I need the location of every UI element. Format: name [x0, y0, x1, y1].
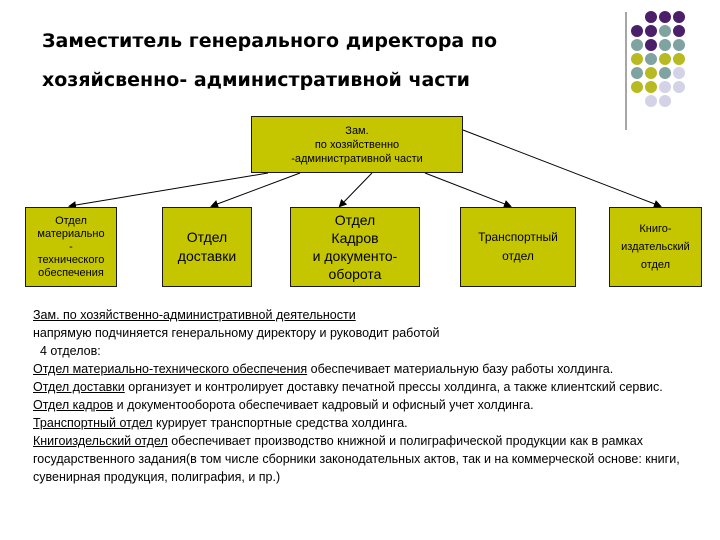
decorative-dot [645, 39, 657, 51]
arrow-to-dept-3 [338, 172, 373, 208]
dept-box-hr: Отдел Кадров и документо- оборота [290, 207, 420, 287]
decorative-dot [631, 25, 643, 37]
decorative-dot [631, 53, 643, 65]
decorative-dot [673, 81, 685, 93]
decorative-dot [631, 67, 643, 79]
decorative-dot [659, 11, 671, 23]
page-title: Заместитель генерального директора по хо… [42, 22, 582, 100]
dept-box-logistics: Отдел материально - технического обеспеч… [25, 207, 117, 287]
item-text: организует и контролирует доставку печат… [124, 380, 663, 394]
dept-label-hr: Отдел Кадров и документо- оборота [312, 212, 398, 282]
item-name: Отдел доставки [33, 380, 125, 394]
decorative-dot [673, 39, 685, 51]
decorative-dot [673, 25, 685, 37]
item-text: обеспечивает материальную базу работы хо… [307, 362, 614, 376]
decorative-dot [673, 11, 685, 23]
item-text: обеспечивает производство книжной и поли… [33, 434, 680, 484]
item-text: курирует транспортные средства холдинга. [152, 416, 408, 430]
decorative-dot [631, 81, 643, 93]
description-intro-2: 4 отделов: [33, 344, 101, 358]
description-item: Транспортный отдел курирует транспортные… [33, 414, 698, 432]
arrow-to-dept-4 [424, 172, 512, 208]
decorative-dot [673, 53, 685, 65]
decorative-dot-grid [631, 11, 685, 107]
decorative-dot [659, 25, 671, 37]
decorative-dot [673, 67, 685, 79]
arrow-to-dept-2 [210, 172, 301, 208]
title-line-1: Заместитель генерального директора по [42, 30, 498, 52]
item-name: Транспортный отдел [33, 416, 153, 430]
dept-label-delivery: Отдел доставки [177, 229, 237, 264]
description-heading: Зам. по хозяйственно-административной де… [33, 308, 356, 322]
item-name: Отдел материально-технического обеспечен… [33, 362, 308, 376]
deputy-director-label: Зам. по хозяйственно -административной ч… [291, 124, 423, 165]
dept-label-logistics: Отдел материально - технического обеспеч… [37, 214, 105, 279]
decorative-dot [645, 81, 657, 93]
arrow-to-dept-5 [462, 129, 662, 208]
description-text: Зам. по хозяйственно-административной де… [33, 306, 698, 486]
decorative-dot [659, 67, 671, 79]
item-name: Отдел кадров [33, 398, 114, 412]
dept-label-publishing: Книго- издательский отдел [621, 223, 690, 271]
description-item: Отдел доставки организует и контролирует… [33, 378, 698, 396]
dept-box-delivery: Отдел доставки [162, 207, 252, 287]
item-text: и документооборота обеспечивает кадровый… [113, 398, 534, 412]
description-item: Отдел кадров и документооборота обеспечи… [33, 396, 698, 414]
decorative-dot [659, 53, 671, 65]
item-name: Книгоиздельский отдел [33, 434, 168, 448]
decorative-dot [645, 11, 657, 23]
decorative-dot [645, 53, 657, 65]
arrow-to-dept-1 [68, 172, 269, 209]
description-intro-1: напрямую подчиняется генеральному директ… [33, 326, 440, 340]
deputy-director-box: Зам. по хозяйственно -административной ч… [251, 116, 463, 173]
decorative-dot [659, 39, 671, 51]
decorative-dot [645, 25, 657, 37]
dept-label-transport: Транспортный отдел [478, 230, 558, 263]
description-item: Отдел материально-технического обеспечен… [33, 360, 698, 378]
decorative-dot [659, 81, 671, 93]
dept-box-publishing: Книго- издательский отдел [609, 207, 702, 287]
decorative-dot [659, 95, 671, 107]
decorative-dot [645, 67, 657, 79]
title-line-2: хозяйсвенно- административной части [42, 69, 470, 91]
dept-box-transport: Транспортный отдел [460, 207, 576, 287]
decorative-dot [645, 95, 657, 107]
decorative-dot [631, 39, 643, 51]
description-item: Книгоиздельский отдел обеспечивает произ… [33, 432, 698, 486]
